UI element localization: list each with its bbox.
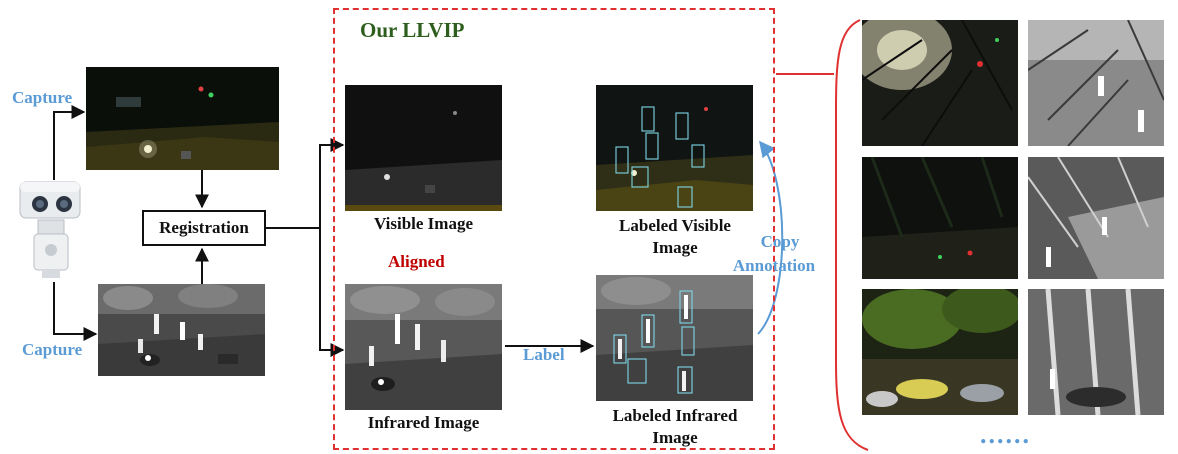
capture-top-label: Capture [12,88,73,107]
arrow-camera-to-visible [53,105,86,180]
gallery-ellipsis: ...... [980,420,1031,449]
copy-label: Copy [760,232,800,251]
label-step-label: Label [523,345,565,364]
llvip-title: Our LLVIP [360,18,465,42]
gallery-brace [835,19,869,451]
labeled-infrared-label-2: Image [652,428,698,447]
raw-visible-photo [86,67,279,170]
bbox-group [615,106,705,208]
labeled-visible-label-1: Labeled Visible [619,216,731,235]
arrow-copy-annotation [757,140,784,335]
aligned-label: Aligned [388,252,445,271]
gallery-infrared-1 [1028,20,1164,146]
registration-box: Registration [142,210,266,246]
camera-icon [19,181,81,278]
infrared-image-label: Infrared Image [367,413,480,432]
labeled-visible-photo [596,85,753,211]
labeled-infrared-photo [596,275,753,401]
gallery-infrared-3 [1028,289,1164,415]
registration-label: Registration [159,218,249,237]
infrared-image-photo [345,284,502,410]
labeled-visible-label-2: Image [652,238,698,257]
visible-image-label: Visible Image [373,214,473,233]
annotation-label: Annotation [732,256,816,275]
raw-infrared-photo [98,284,265,376]
labeled-infrared-label-1: Labeled Infrared [612,406,738,425]
visible-image-photo [345,85,502,211]
arrow-registration-split [266,138,345,229]
gallery-infrared-2 [1028,157,1164,279]
gallery-visible-1 [862,20,1018,146]
gallery-visible-2 [862,157,1018,279]
gallery-visible-3 [862,289,1018,415]
llvip-region [333,8,775,450]
arrow-camera-to-infrared [53,282,98,341]
capture-bottom-label: Capture [22,340,83,359]
